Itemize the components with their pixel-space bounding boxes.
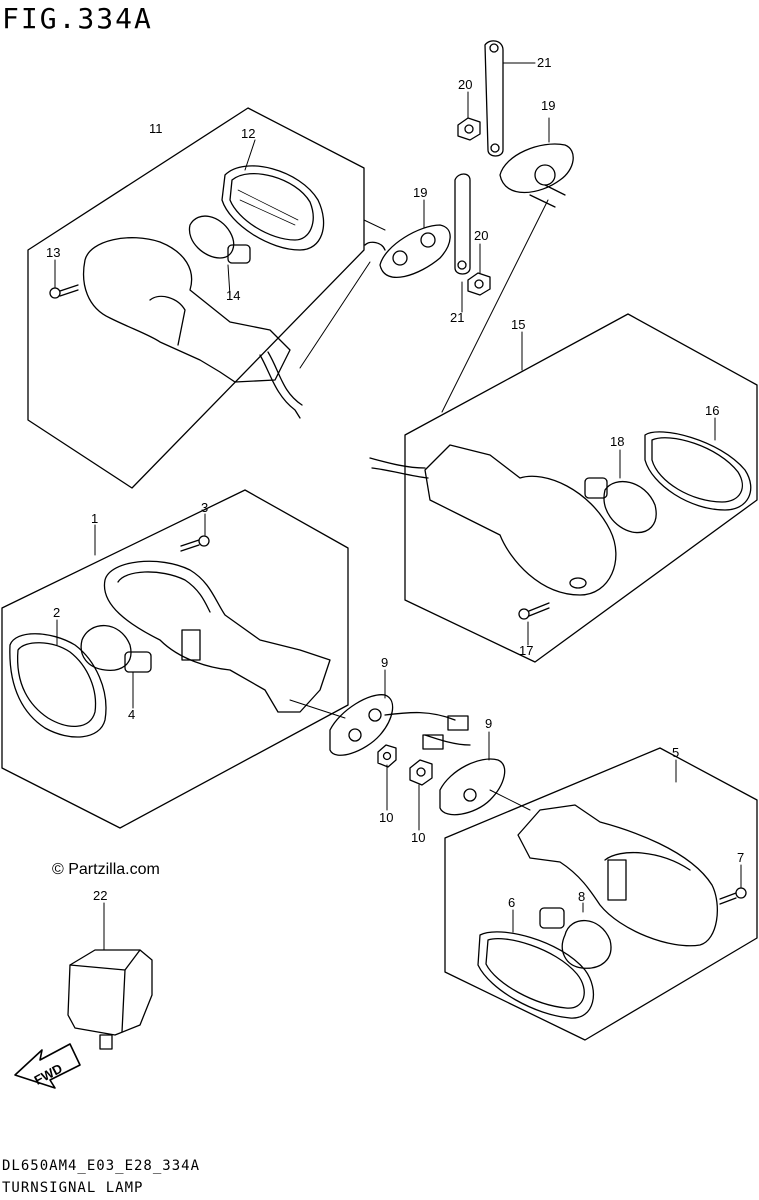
lamp-housing-5	[517, 804, 718, 947]
callout-10-right: 10	[411, 830, 425, 845]
callout-14: 14	[226, 288, 240, 303]
callout-6: 6	[508, 895, 515, 910]
cushion-9-left	[329, 694, 469, 756]
group-frame-5	[444, 747, 758, 1041]
screw-3	[180, 535, 210, 552]
spacer-10-right	[409, 759, 433, 786]
callout-9-left: 9	[381, 655, 388, 670]
diagram-caption: TURNSIGNAL LAMP	[2, 1180, 144, 1196]
callout-19-lower: 19	[413, 185, 427, 200]
callout-19-upper: 19	[541, 98, 555, 113]
callout-12: 12	[241, 126, 255, 141]
leader-lines	[54, 62, 742, 951]
callout-13: 13	[46, 245, 60, 260]
bulb-4-lower	[80, 624, 152, 673]
cushion-19-lower	[364, 224, 451, 279]
callout-1: 1	[91, 511, 98, 526]
callout-21-lower: 21	[450, 310, 464, 325]
callout-11: 11	[149, 121, 163, 136]
stay-21-upper	[484, 40, 504, 157]
group-frame-15	[404, 313, 758, 663]
callout-22: 22	[93, 888, 107, 903]
nut-20-lower	[467, 272, 491, 296]
callout-5: 5	[672, 745, 679, 760]
relay-22	[67, 949, 153, 1050]
group-frame-1	[1, 489, 349, 829]
callout-21-upper: 21	[537, 55, 551, 70]
lens-12	[221, 165, 325, 251]
group-frame-11	[27, 107, 365, 489]
spacer-10-left	[377, 744, 397, 768]
cushion-9-right	[422, 734, 506, 816]
callout-20-lower: 20	[474, 228, 488, 243]
watermark: © Partzilla.com	[52, 861, 160, 878]
lens-6	[477, 931, 594, 1019]
bulb-14	[188, 215, 251, 264]
diagram-code: DL650AM4_E03_E28_334A	[2, 1158, 201, 1174]
lens-2	[9, 633, 107, 738]
screw-7	[719, 887, 747, 905]
lamp-housing-1	[103, 560, 331, 713]
callout-labels: 11 12 13 14 20 21 19 19 20 21 15 16 18 1…	[46, 55, 744, 910]
screw-13	[49, 284, 79, 299]
fwd-arrow-icon	[14, 1043, 81, 1089]
lamp-housing-15	[369, 444, 617, 596]
callout-8: 8	[578, 889, 585, 904]
nut-20-upper	[457, 117, 481, 141]
bulb-18	[584, 477, 657, 534]
callout-9-right: 9	[485, 716, 492, 731]
figure-title: FIG.334A	[2, 2, 153, 35]
callout-15: 15	[511, 317, 525, 332]
callout-3: 3	[201, 500, 208, 515]
lamp-housing-11	[82, 237, 303, 419]
callout-7: 7	[737, 850, 744, 865]
callout-18: 18	[610, 434, 624, 449]
callout-16: 16	[705, 403, 719, 418]
screw-17	[518, 602, 550, 620]
bulb-8	[539, 907, 612, 969]
cushion-19-upper	[499, 143, 574, 208]
callout-17: 17	[519, 643, 533, 658]
callout-10-left: 10	[379, 810, 393, 825]
callout-2: 2	[53, 605, 60, 620]
callout-20-upper: 20	[458, 77, 472, 92]
stay-21-lower	[454, 173, 471, 275]
callout-4: 4	[128, 707, 135, 722]
lens-16	[644, 431, 752, 511]
